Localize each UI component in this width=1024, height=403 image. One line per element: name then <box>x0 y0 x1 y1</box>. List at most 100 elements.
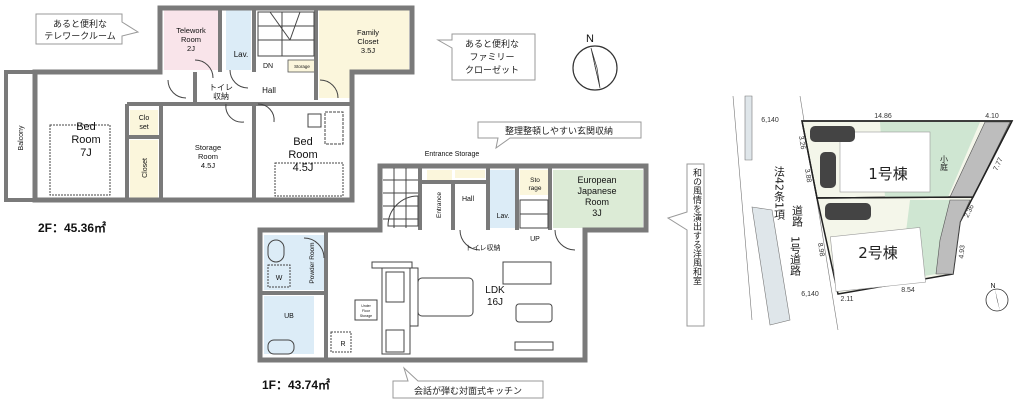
svg-text:N: N <box>990 283 995 290</box>
washer-space <box>267 264 291 288</box>
small-garden-label: 小庭 <box>940 155 949 172</box>
washer-label: W <box>276 275 283 282</box>
door-arc <box>194 59 214 79</box>
building-2 <box>829 227 926 292</box>
closet-b-fill <box>130 140 158 198</box>
road-label-1: 法42条1項 <box>773 165 786 221</box>
family-closet-callout: あると便利なファミリークローゼット <box>436 33 536 81</box>
dim-right1: 7.77 <box>993 157 1005 172</box>
entrance-tiles <box>383 168 418 228</box>
door-arc <box>229 69 249 89</box>
japanese-room-fill <box>553 170 643 228</box>
site-compass-icon: N <box>985 283 1009 312</box>
dim-left2: 3.88 <box>803 168 812 183</box>
tv-board <box>514 341 554 351</box>
entrance-label: Entrance <box>436 192 443 218</box>
floor-2-outer-wall <box>32 5 415 203</box>
dining-table <box>417 277 474 317</box>
up-label: UP <box>530 236 540 243</box>
floor-1-outer-wall <box>257 163 649 363</box>
lav-2f-fill <box>226 10 251 70</box>
building-2-label: 2号棟 <box>858 244 898 262</box>
balcony-label: Balcony <box>18 125 25 150</box>
door-arc <box>554 229 576 251</box>
powder-room-label: Powder Room <box>309 242 316 283</box>
dim-right3: 4.93 <box>958 245 966 259</box>
floor-1-area: 1F：43.74㎡ <box>262 377 330 392</box>
neighbor-lot <box>751 206 791 326</box>
dim-left3: 8.98 <box>816 242 825 257</box>
entrance-storage-fill <box>455 170 485 178</box>
fridge-label: R <box>340 341 345 348</box>
sink-icon <box>385 271 405 303</box>
svg-text:和の風情を演出する洋風和室: 和の風情を演出する洋風和室 <box>691 168 702 285</box>
building-1 <box>839 131 931 193</box>
stove-icon <box>385 329 405 353</box>
lav-1f-fill <box>490 170 515 228</box>
dim-road-top: 6,140 <box>761 117 779 124</box>
door-arc <box>167 79 187 99</box>
dim-left1: 3.26 <box>797 135 806 150</box>
door-arc <box>459 229 481 251</box>
hall-2f-label: Hall <box>262 86 276 95</box>
lav-1f-label: Lav. <box>497 213 510 220</box>
door-arc <box>225 103 245 123</box>
bed-4-5j <box>274 162 344 197</box>
dim-bottom2: 8.54 <box>901 287 915 294</box>
door-arc <box>303 237 325 259</box>
family-closet-fill2 <box>319 70 352 98</box>
compass-icon: N <box>572 33 618 91</box>
stairs-2f <box>257 11 315 57</box>
fridge-space <box>330 331 352 353</box>
neighbor-lot <box>744 95 753 161</box>
dim-road-bottom: 6,140 <box>801 291 819 298</box>
toilet-storage-1f-label: トイレ収納 <box>466 243 501 252</box>
entrance-door-arc <box>387 195 419 227</box>
sofa <box>502 261 552 285</box>
door-arc <box>257 103 275 123</box>
entrance-storage-callout: 整理整頓しやすい玄関収納 <box>477 121 642 150</box>
hall-1f-label: Hall <box>462 196 475 203</box>
under-floor-storage <box>354 299 378 321</box>
building-1-label: 1号棟 <box>868 165 908 183</box>
storage-1f-fill <box>520 170 550 195</box>
compass-north-label: N <box>586 33 594 45</box>
telework-callout: あると便利なテレワークルーム <box>35 13 140 45</box>
coffee-table <box>515 303 553 323</box>
gray-strip <box>935 199 971 275</box>
car-icon <box>825 203 871 220</box>
closet-b-label: Closet <box>142 158 149 178</box>
stairs-1f <box>519 199 549 229</box>
entrance-storage-label: Entrance Storage <box>425 151 480 158</box>
kitchen-callout: 会話が弾む対面式キッチン <box>392 366 544 399</box>
family-closet-fill <box>319 10 409 70</box>
bath-fill <box>264 296 314 354</box>
door-arc <box>319 79 339 99</box>
telework-room-fill <box>164 10 218 70</box>
bathtub <box>267 339 295 355</box>
toilet-storage-2f-label: トイレ収納 <box>209 83 233 101</box>
site-plan: 1号棟 2号棟 小庭 法42条1項 道路 1号道路 6,140 14.86 4.… <box>732 95 1014 331</box>
chair <box>307 113 322 128</box>
svg-text:会話が弾む対面式キッチン: 会話が弾む対面式キッチン <box>414 385 522 397</box>
car-icon <box>810 126 855 142</box>
bed-7j <box>49 124 111 196</box>
car-icon <box>820 152 836 188</box>
japanese-room-callout: 和の風情を演出する洋風和室 <box>666 163 705 327</box>
floor-2-area: 2F：45.36㎡ <box>38 220 106 235</box>
dn-label: DN <box>263 63 273 70</box>
kitchen-bar <box>409 267 419 327</box>
closet-a-fill <box>130 110 158 136</box>
ub-label: UB <box>284 313 294 320</box>
